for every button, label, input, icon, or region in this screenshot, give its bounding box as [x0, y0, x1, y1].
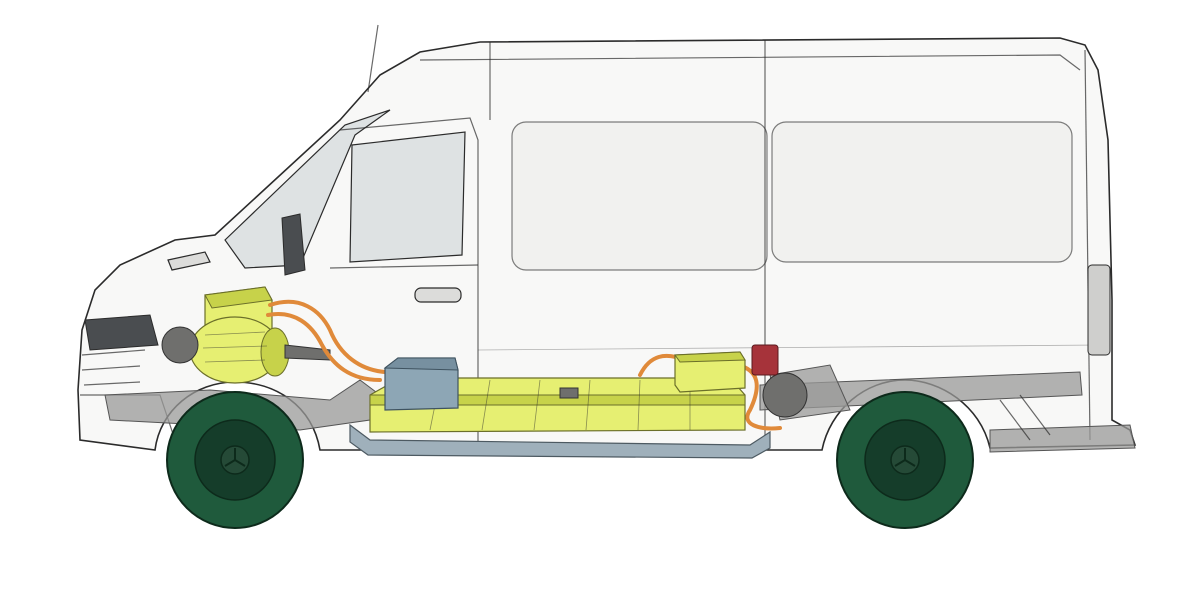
hv-cable-front-2 — [266, 312, 382, 382]
rear-step — [989, 424, 1136, 453]
rear-suspension — [999, 394, 1051, 441]
front-electric-drive-unit — [161, 286, 331, 384]
hood-vent — [167, 251, 211, 271]
chassis-frame — [104, 364, 1083, 441]
rear-side-window — [771, 121, 1073, 263]
battery-connector — [559, 387, 579, 399]
side-mirror — [281, 213, 306, 276]
windshield — [224, 109, 391, 269]
rear-light — [1087, 264, 1111, 356]
power-electronics-top — [204, 286, 273, 309]
headlight — [84, 314, 159, 351]
antenna — [367, 24, 379, 93]
van-body — [77, 24, 1137, 455]
rear-differential — [762, 372, 808, 418]
cargo-window — [511, 121, 768, 271]
relay-unit — [751, 344, 779, 376]
front-brand-emblem-icon — [224, 448, 246, 467]
motor-ribs — [202, 331, 268, 363]
door-handle — [414, 287, 462, 303]
door-lower-line — [329, 264, 479, 269]
battery-pack-edge — [369, 394, 746, 406]
rear-brand-emblem-icon — [894, 448, 916, 467]
hv-cable-rear-2 — [736, 363, 782, 431]
charger-box-top — [674, 351, 746, 363]
battery-management-box-top — [383, 357, 459, 371]
onboard-charger — [674, 344, 779, 393]
battery-tray — [349, 423, 771, 459]
battery-pack — [349, 357, 771, 459]
rear-wheel — [836, 391, 974, 529]
belt-line — [477, 344, 1101, 351]
front-wheel — [166, 391, 304, 529]
high-voltage-cables — [266, 299, 782, 431]
roof-line — [419, 54, 1081, 71]
rear-door-edge — [1084, 49, 1091, 441]
hv-cable-front — [268, 299, 387, 374]
gearbox — [161, 326, 199, 364]
grille — [81, 349, 146, 386]
door-window — [349, 131, 466, 263]
front-door-outline — [339, 117, 479, 455]
